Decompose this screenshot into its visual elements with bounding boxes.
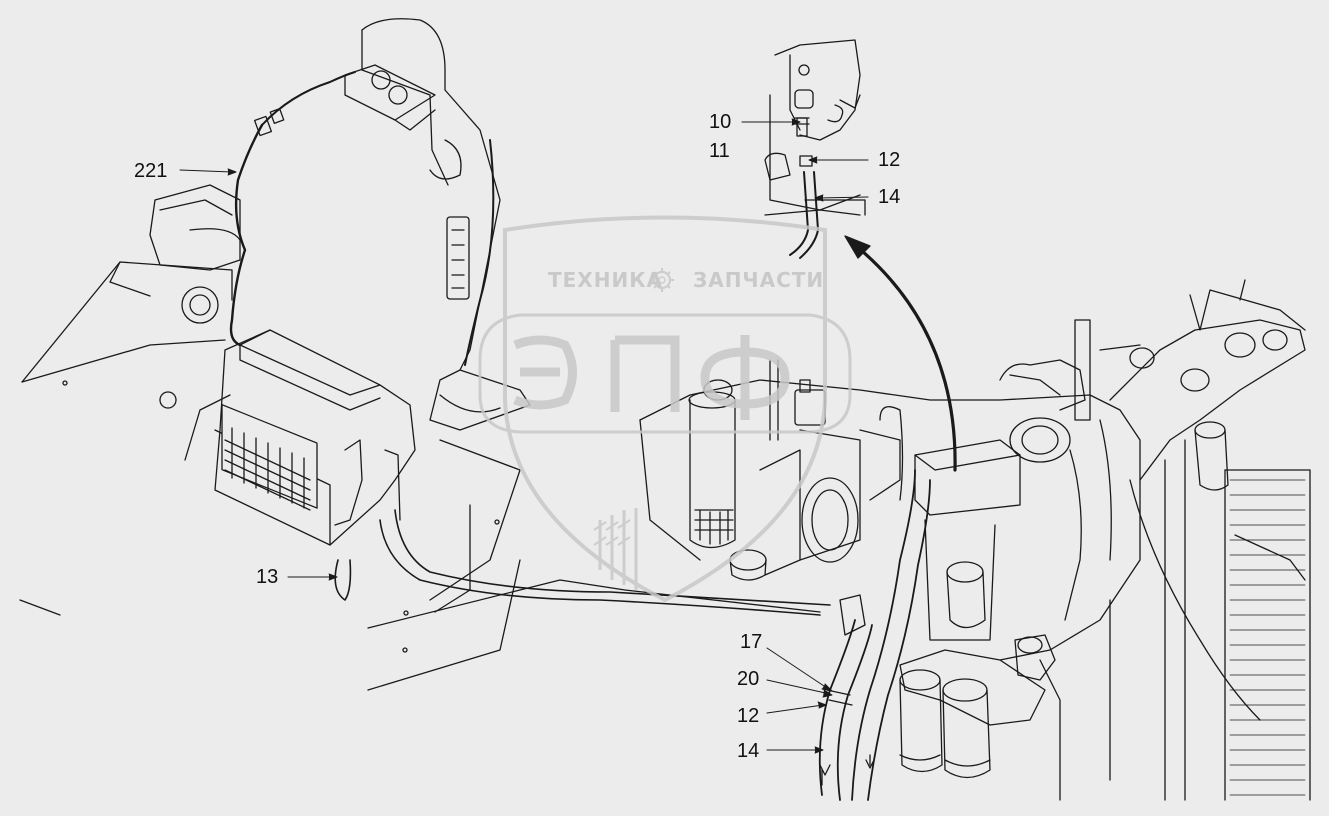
watermark-right-word: ЗАПЧАСТИ <box>693 268 825 292</box>
view-arrow <box>844 235 957 472</box>
harness-221 <box>229 71 495 366</box>
callout-12-bottom: 12 <box>737 705 760 727</box>
dashboard-console <box>344 18 531 431</box>
callout-13: 13 <box>256 566 279 588</box>
coolant-hoses-bottom <box>818 469 931 801</box>
cab-floor-panel <box>19 261 821 691</box>
watermark-left-word: ТЕХНИКА <box>548 268 664 292</box>
radiator-fan <box>1109 279 1311 801</box>
callout-11: 11 <box>709 140 730 162</box>
callout-12-top: 12 <box>878 149 901 171</box>
callout-10: 10 <box>709 111 732 133</box>
callout-221: 221 <box>134 160 168 182</box>
hose-13 <box>334 509 831 616</box>
callout-17: 17 <box>740 631 763 653</box>
callout-20: 20 <box>737 668 760 690</box>
callout-14-top: 14 <box>878 186 901 208</box>
leader-lines <box>179 118 869 754</box>
watermark-shield <box>478 215 852 603</box>
engine-block <box>639 319 1155 801</box>
heater-unit <box>149 184 416 546</box>
callout-14-bottom: 14 <box>737 740 760 762</box>
